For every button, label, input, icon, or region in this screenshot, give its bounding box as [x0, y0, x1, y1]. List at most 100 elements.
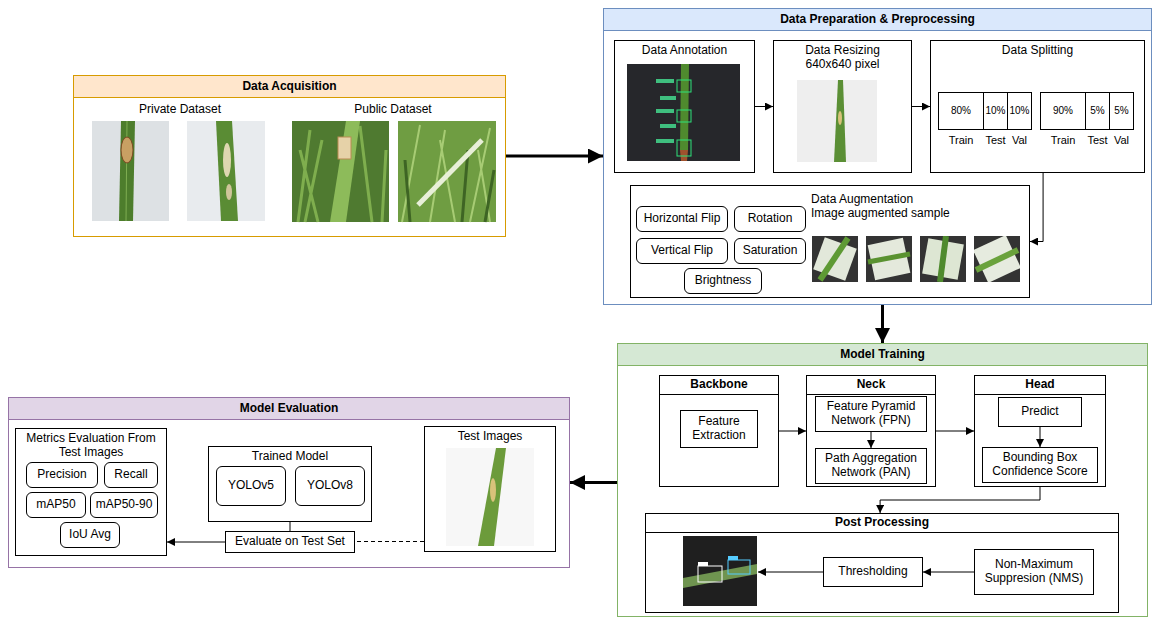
annotated-image: [660, 96, 676, 100]
text-holder: Rotation: [735, 207, 805, 231]
text-holder: Saturation: [735, 239, 805, 263]
metric-pill: Recall: [104, 462, 158, 488]
resized-image: [838, 111, 842, 125]
metric-pill: IoU Avg: [60, 522, 120, 548]
section-title: Data Preparation & Preprocessing: [780, 13, 975, 27]
text-holder: Test Images: [425, 430, 555, 444]
panel-header: Model Evaluation: [9, 398, 569, 420]
metric-pill: mAP50-90: [90, 492, 158, 518]
detection-output-image: [683, 536, 757, 606]
leaf-photo: [226, 184, 232, 200]
field-photo: [402, 125, 490, 222]
process-box: Feature Pyramid Network (FPN): [815, 396, 927, 432]
process-box: Non-Maximum Suppresion (NMS): [974, 549, 1094, 595]
text-holder: 80%: [939, 93, 983, 129]
connector-arrow: [881, 305, 884, 343]
augmented-sample: [866, 236, 912, 282]
box-label: 90%: [1053, 105, 1073, 117]
section-title: Data Acquisition: [242, 80, 336, 94]
metric-pill: Precision: [26, 462, 98, 488]
connector-arrow: [880, 487, 1040, 513]
box-label: Horizontal Flip: [644, 212, 721, 226]
test-image: [446, 448, 534, 546]
caption-label: Train: [1051, 134, 1076, 147]
caption-label: Val: [1012, 134, 1027, 147]
module-box: BackboneFeature Extraction: [659, 375, 779, 487]
annotated-image: [680, 64, 689, 150]
module-header: Head: [975, 376, 1105, 395]
augmented-sample: [920, 236, 966, 282]
connector-arrow: [506, 155, 603, 158]
section-title: Head: [1025, 378, 1054, 392]
panel-header: Data Preparation & Preprocessing: [604, 9, 1151, 31]
leaf-photo: [126, 121, 127, 221]
text-holder: Precision: [27, 463, 97, 487]
detection-output-image: [683, 564, 757, 588]
text-holder: 5%: [1086, 93, 1109, 129]
module-box: HeadPredictBounding Box Confidence Score: [974, 375, 1106, 487]
box-label: 5%: [1114, 105, 1128, 117]
box-label: Non-Maximum Suppresion (NMS): [979, 558, 1089, 586]
image-box: Test Images: [424, 426, 556, 552]
leaf-photo: [187, 121, 265, 221]
section-title: Neck: [857, 378, 886, 392]
box-label: Vertical Flip: [651, 244, 713, 258]
box-label: Trained Model: [213, 450, 367, 464]
step-box: Data Annotation: [614, 40, 755, 173]
box-label: Data Splitting: [935, 44, 1140, 58]
augmented-sample: [812, 236, 858, 282]
process-box: Predict: [998, 397, 1082, 427]
connector-arrow: [755, 106, 773, 107]
detection-output-image: [728, 556, 738, 560]
box-label: Predict: [1021, 405, 1058, 419]
text-holder: IoU Avg: [61, 523, 119, 547]
text-holder: Data Splitting: [931, 44, 1144, 58]
text-holder: mAP50-90: [91, 493, 157, 517]
connector-arrow: [912, 106, 930, 107]
box-label: Bounding Box Confidence Score: [987, 451, 1093, 479]
box-label: Test Images: [429, 430, 551, 444]
detection-output-image: [698, 562, 708, 566]
resized-image: [834, 80, 846, 162]
process-box: Evaluate on Test Set: [225, 531, 355, 553]
module-header: Backbone: [660, 376, 778, 395]
stage-panel: Model TrainingBackboneFeature Extraction…: [617, 343, 1148, 617]
augmented-sample: [813, 237, 857, 281]
leaf-photo: [223, 143, 231, 177]
field-photo: [398, 121, 496, 222]
split-cell: 80%: [938, 92, 984, 130]
text-holder: Horizontal Flip: [637, 207, 727, 231]
text-holder: Non-Maximum Suppresion (NMS): [975, 550, 1093, 594]
stage-panel: Data Preparation & PreprocessingData Ann…: [603, 8, 1152, 305]
annotated-image: [656, 139, 674, 143]
step-box: Data Resizing640x640 pixel: [773, 40, 912, 173]
field-photo: [398, 121, 496, 222]
box-label: 640x640 pixel: [778, 58, 907, 72]
text-holder: 10%: [984, 93, 1007, 129]
connector-arrow: [923, 572, 974, 573]
text-holder: Recall: [105, 463, 157, 487]
text-holder: Brightness: [685, 269, 761, 293]
module-box: Post ProcessingThresholdingNon-Maximum S…: [645, 513, 1119, 613]
flow-arrow: [758, 572, 823, 573]
model-pill: YOLOv5: [216, 466, 286, 506]
box-label: mAP50: [36, 498, 75, 512]
annotated-image: [656, 109, 674, 113]
caption-label: Train: [949, 134, 974, 147]
field-photo: [405, 150, 494, 222]
box-label: Image augmented sample: [811, 207, 1021, 221]
section-title: Backbone: [690, 378, 747, 392]
text-holder: Data AugmentationImage augmented sample: [811, 193, 1021, 221]
section-title: Model Evaluation: [240, 402, 339, 416]
split-cell: 90%: [1040, 92, 1086, 130]
field-photo: [292, 121, 389, 222]
resized-image: [797, 80, 877, 162]
split-cell: 5%: [1085, 92, 1110, 130]
augmented-sample: [812, 236, 858, 282]
section-title: Post Processing: [835, 516, 929, 530]
panel-header: Model Training: [618, 344, 1147, 366]
connector-arrow: [167, 542, 225, 543]
process-box: Path Aggregation Network (PAN): [815, 448, 927, 484]
text-holder: Path Aggregation Network (PAN): [816, 449, 926, 483]
